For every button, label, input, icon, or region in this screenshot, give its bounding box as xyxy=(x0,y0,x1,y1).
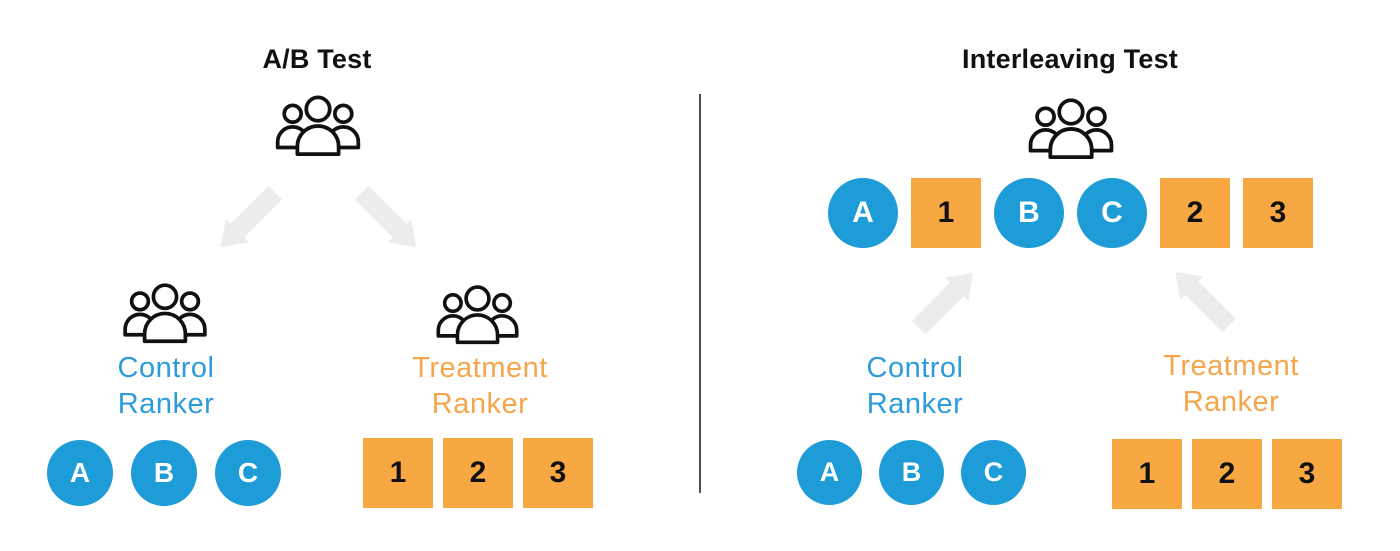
people-group-icon xyxy=(273,92,363,158)
result-circle-c: C xyxy=(961,440,1026,505)
result-square-3: 3 xyxy=(1243,178,1313,248)
control-results-row: A B C xyxy=(47,440,281,506)
result-circle-a: A xyxy=(797,440,862,505)
arrow-down-left-icon xyxy=(217,183,285,251)
arrow-up-left-icon xyxy=(1170,268,1240,335)
treatment-results-row: 1 2 3 xyxy=(1112,439,1342,509)
treatment-results-row: 1 2 3 xyxy=(363,438,593,508)
control-ranker-label: Control Ranker xyxy=(866,352,964,420)
result-circle-c: C xyxy=(215,440,281,506)
interleaved-results-row: A 1 B C 2 3 xyxy=(828,178,1313,248)
result-square-3: 3 xyxy=(1272,439,1342,509)
people-group-icon xyxy=(1025,96,1117,160)
result-circle-a: A xyxy=(828,178,898,248)
result-square-1: 1 xyxy=(1112,439,1182,509)
result-square-3: 3 xyxy=(523,438,593,508)
result-square-1: 1 xyxy=(363,438,433,508)
control-ranker-label: Control Ranker xyxy=(117,352,215,420)
control-results-row: A B C xyxy=(797,440,1026,505)
result-square-2: 2 xyxy=(1192,439,1262,509)
arrow-up-right-icon xyxy=(909,269,977,337)
result-square-2: 2 xyxy=(443,438,513,508)
arrow-down-right-icon xyxy=(352,183,420,251)
result-square-2: 2 xyxy=(1160,178,1230,248)
ab-test-title: A/B Test xyxy=(262,44,372,74)
divider-line xyxy=(699,94,701,493)
interleaving-test-title: Interleaving Test xyxy=(962,44,1178,74)
people-group-icon xyxy=(432,283,523,345)
result-circle-c: C xyxy=(1077,178,1147,248)
result-square-1: 1 xyxy=(911,178,981,248)
result-circle-b: B xyxy=(994,178,1064,248)
treatment-ranker-label: Treatment Ranker xyxy=(412,352,548,420)
result-circle-a: A xyxy=(47,440,113,506)
result-circle-b: B xyxy=(879,440,944,505)
people-group-icon xyxy=(120,281,210,344)
treatment-ranker-label: Treatment Ranker xyxy=(1163,350,1299,418)
result-circle-b: B xyxy=(131,440,197,506)
